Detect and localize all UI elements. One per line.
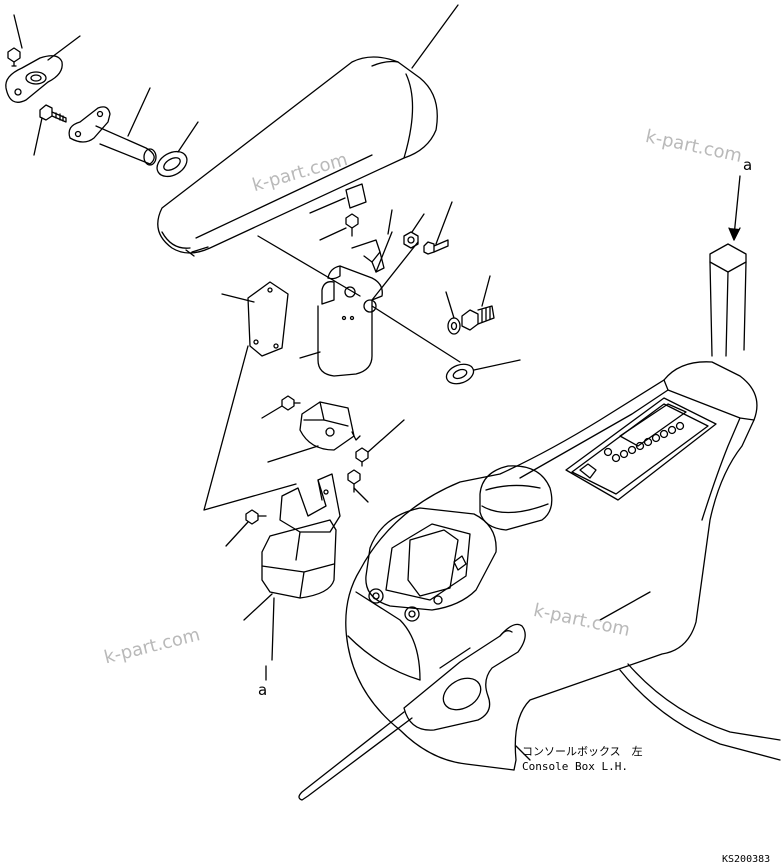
bolt-right-mid [461, 305, 495, 331]
drawing-code: KS200383 [722, 854, 771, 865]
console-box [298, 243, 781, 801]
pivot-shaft [68, 106, 157, 166]
mount-bracket [299, 401, 361, 451]
washer-small [447, 317, 461, 335]
small-bolt-top-left [7, 47, 21, 67]
small-bolt-left-lower [245, 509, 267, 525]
small-bolt-lower-right [355, 447, 369, 467]
nut [403, 231, 419, 249]
switch-bracket [279, 473, 341, 561]
bracket-plate [5, 55, 63, 103]
support-bracket [317, 265, 383, 377]
reference-label-a-top: a [743, 156, 753, 174]
washer-right [445, 363, 475, 385]
cover-plate [247, 281, 289, 357]
bolt-right-top [423, 239, 449, 255]
armrest-pad [157, 56, 438, 257]
small-bolt-lower-left [281, 395, 301, 411]
clip-bracket [351, 231, 393, 273]
washer-large [156, 150, 188, 178]
small-bolt-mid [345, 213, 359, 237]
bolt-left [39, 104, 67, 123]
console-caption-en: Console Box L.H. [522, 760, 628, 773]
reference-label-a-bottom: a [258, 681, 268, 699]
console-caption-jp: コンソールボックス 左 [522, 745, 643, 758]
column-cover [261, 519, 337, 599]
